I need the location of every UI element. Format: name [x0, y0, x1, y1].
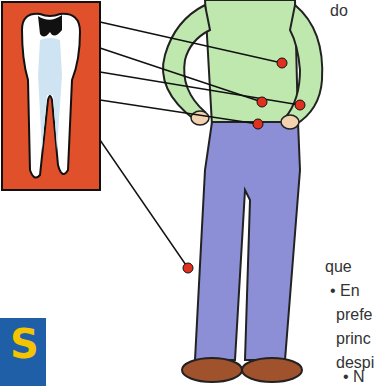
- text-fragment: prefe: [336, 306, 372, 324]
- arm: [163, 5, 210, 120]
- text-fragment: do: [330, 2, 348, 20]
- blue-tab: [0, 318, 46, 386]
- marker-dot: [253, 119, 263, 129]
- leader-line: [100, 72, 300, 105]
- trousers: [195, 122, 300, 360]
- marker-dot: [295, 100, 305, 110]
- shoe: [242, 358, 302, 382]
- text-fragment: que: [325, 258, 352, 276]
- leader-lines: [100, 22, 300, 268]
- text-fragment: • N: [343, 368, 365, 386]
- arm: [285, 5, 322, 125]
- leader-line: [100, 48, 262, 102]
- tooth: [22, 14, 80, 178]
- hand: [281, 115, 299, 129]
- marker-dot: [257, 97, 267, 107]
- marker-dot: [183, 263, 193, 273]
- sweater: [205, 0, 298, 125]
- marker-dots: [183, 58, 305, 273]
- marker-dot: [277, 58, 287, 68]
- leader-line: [100, 100, 258, 124]
- text-fragment: • En: [330, 282, 360, 300]
- tooth-panel: [2, 2, 100, 190]
- hand: [191, 111, 209, 125]
- text-fragment: princ: [336, 330, 371, 348]
- leader-line: [100, 140, 188, 268]
- shoe: [182, 358, 242, 382]
- cavity: [38, 15, 62, 37]
- section-letter: S: [10, 322, 39, 366]
- tooth-pulp: [38, 38, 62, 150]
